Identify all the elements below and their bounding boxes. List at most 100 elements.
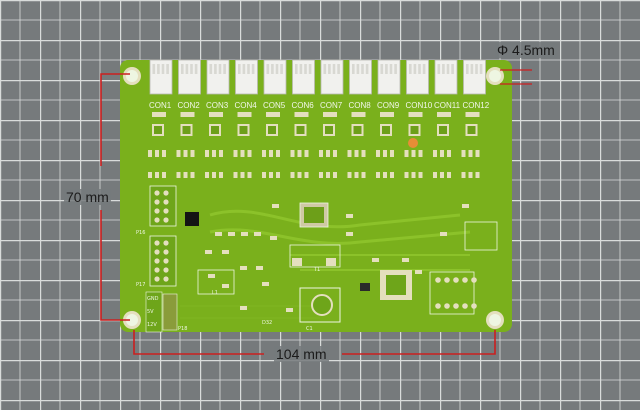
smd-pad bbox=[346, 232, 353, 236]
connector-pin bbox=[422, 64, 426, 74]
smd-resistor bbox=[319, 150, 323, 157]
smd-pad bbox=[215, 232, 222, 236]
connector-label: CON6 bbox=[292, 101, 315, 110]
dip-pad bbox=[444, 303, 450, 309]
connector-pin bbox=[214, 64, 217, 74]
smd-pad bbox=[294, 112, 309, 117]
header-pin bbox=[163, 208, 169, 214]
connector-pin bbox=[356, 64, 360, 74]
smd-pad bbox=[205, 250, 212, 254]
smd-pads bbox=[197, 204, 469, 312]
driver-block-3 bbox=[205, 112, 223, 178]
smd-resistor bbox=[176, 150, 181, 157]
smd-resistor bbox=[390, 150, 394, 157]
connector-4: CON4 bbox=[235, 59, 258, 110]
driver-block-10 bbox=[404, 112, 423, 178]
smd-pad bbox=[266, 112, 280, 117]
driver-ic-body bbox=[439, 126, 447, 134]
connector-pin bbox=[380, 64, 384, 74]
smd-resistor bbox=[447, 150, 451, 157]
driver-block-6 bbox=[290, 112, 309, 178]
driver-ic-body bbox=[239, 126, 248, 134]
connector-pin bbox=[437, 64, 441, 74]
connector-11: CON11 bbox=[434, 59, 461, 110]
driver-ic-body bbox=[467, 126, 476, 134]
driver-ic-body bbox=[211, 126, 219, 134]
smd-pad bbox=[415, 270, 422, 274]
connector-pin bbox=[295, 64, 298, 74]
connector-3: CON3 bbox=[206, 59, 230, 110]
connector-2: CON2 bbox=[178, 59, 201, 110]
connector-pin bbox=[152, 64, 156, 74]
smd-resistor bbox=[148, 172, 152, 178]
connector-pin bbox=[223, 64, 226, 74]
connector-pin bbox=[475, 64, 478, 74]
smd-resistor bbox=[269, 172, 273, 178]
ic-outline bbox=[197, 269, 235, 295]
silk-l1: L1 bbox=[212, 290, 218, 296]
driver-ic-body bbox=[296, 126, 305, 134]
smd-resistor bbox=[361, 172, 366, 178]
header-pin bbox=[154, 276, 160, 282]
connector-pin bbox=[328, 64, 331, 74]
driver-block-5 bbox=[262, 112, 280, 178]
smd-resistor bbox=[333, 150, 337, 157]
smd-resistor bbox=[212, 150, 216, 157]
smd-resistor bbox=[183, 172, 188, 178]
connector-pin bbox=[323, 64, 327, 74]
smd-resistor bbox=[354, 172, 359, 178]
connector-pin bbox=[238, 64, 241, 74]
left-header-block bbox=[149, 185, 199, 287]
smd-pad bbox=[346, 214, 353, 218]
silk-p16: P16 bbox=[136, 230, 145, 236]
header-pin bbox=[154, 240, 160, 246]
header-pin bbox=[154, 267, 160, 273]
header-pin bbox=[163, 217, 169, 223]
connector-pin bbox=[280, 64, 283, 74]
connector-pin bbox=[299, 64, 303, 74]
smd-pad bbox=[256, 266, 263, 270]
connector-pin bbox=[361, 64, 364, 74]
silk-p18: P18 bbox=[178, 326, 187, 332]
driver-block-12 bbox=[461, 112, 480, 178]
connector-pin bbox=[385, 64, 388, 74]
smd-pad bbox=[209, 112, 223, 117]
smd-resistor bbox=[475, 172, 480, 178]
connector-pin bbox=[185, 64, 189, 74]
smd-resistor bbox=[376, 150, 380, 157]
smd-pad bbox=[380, 112, 394, 117]
height-dimension-label: 70 mm bbox=[64, 189, 111, 205]
connector-label: CON12 bbox=[463, 101, 490, 110]
smd-pad bbox=[237, 112, 252, 117]
smd-resistor bbox=[155, 172, 159, 178]
smd-resistor bbox=[219, 150, 223, 157]
smd-pad bbox=[408, 112, 423, 117]
dimension-annotations bbox=[100, 69, 532, 355]
connector-pin bbox=[194, 64, 198, 74]
header-pin bbox=[163, 240, 169, 246]
connector-pin bbox=[190, 64, 193, 74]
connector-label: CON3 bbox=[206, 101, 229, 110]
connector-pin bbox=[271, 64, 274, 74]
connector-pin bbox=[251, 64, 255, 74]
header-pin bbox=[163, 267, 169, 273]
connector-pin bbox=[446, 64, 450, 74]
power-label-5v: 5V bbox=[147, 309, 154, 315]
dip-pad bbox=[462, 277, 468, 283]
connector-pin bbox=[266, 64, 270, 74]
smd-pad bbox=[180, 112, 195, 117]
smd-pad bbox=[228, 232, 235, 236]
smd-pad bbox=[323, 112, 337, 117]
dip-pad bbox=[444, 277, 450, 283]
silk-t1: T1 bbox=[313, 267, 320, 273]
smd-resistor bbox=[276, 150, 280, 157]
smd-resistor bbox=[440, 150, 444, 157]
connector-label: CON5 bbox=[263, 101, 286, 110]
smd-resistor bbox=[297, 172, 302, 178]
header-pin bbox=[154, 199, 160, 205]
smd-pad bbox=[286, 308, 293, 312]
smd-resistor bbox=[148, 150, 152, 157]
header-pin bbox=[163, 190, 169, 196]
smd-resistor bbox=[433, 150, 437, 157]
